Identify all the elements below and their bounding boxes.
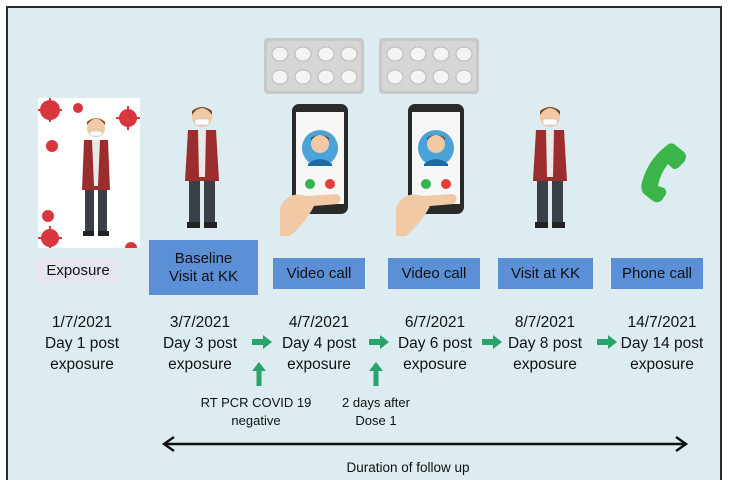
pill-blister-pack-icon (264, 38, 364, 94)
arrow-up-icon (252, 362, 266, 386)
stage-day-suffix: exposure (630, 356, 694, 373)
stage-label-baseline: Baseline Visit at KK (149, 240, 258, 295)
note-text: negative (231, 413, 281, 428)
stage-date: 8/7/2021 (514, 314, 576, 331)
stage-date: 14/7/2021 (627, 314, 697, 331)
stage-date: 6/7/2021 (404, 314, 466, 331)
stage-label-phone-call: Phone call (611, 258, 703, 289)
phone-handset-icon (641, 143, 686, 203)
stage-day-suffix: exposure (403, 356, 467, 373)
stage-date-block: 8/7/2021 Day 8 post exposure (489, 312, 601, 375)
arrow-right-icon (252, 335, 272, 349)
pill-blister-pack-icon (379, 38, 479, 94)
note-text: RT PCR COVID 19 (200, 395, 312, 410)
dose-timing-note: 2 days after Dose 1 (326, 394, 426, 430)
stage-date-block: 4/7/2021 Day 4 post exposure (263, 312, 375, 375)
note-text: 2 days after (342, 395, 410, 410)
stage-label-video-call-2: Video call (388, 258, 480, 289)
stage-date: 4/7/2021 (288, 314, 350, 331)
stage-date-block: 3/7/2021 Day 3 post exposure (144, 312, 256, 375)
stage-label-text: Exposure (46, 262, 110, 279)
follow-up-duration-arrow (161, 436, 689, 452)
arrow-up-icon (369, 362, 383, 386)
diagram-frame: Exposure Baseline Visit at KK Video call… (6, 6, 722, 480)
stage-label-text: Visit at KK (511, 264, 580, 282)
person-mask-icon (533, 107, 567, 228)
person-mask-icon (185, 107, 219, 228)
stage-label-visit-kk: Visit at KK (498, 258, 593, 289)
stage-day: Day 8 post (507, 335, 583, 352)
stage-label-text: Video call (286, 264, 352, 282)
stage-label-text: Video call (401, 264, 467, 282)
stage-label-text: Phone call (621, 264, 693, 282)
stage-date: 1/7/2021 (51, 314, 113, 331)
stage-day: Day 6 post (397, 335, 473, 352)
stage-day-suffix: exposure (168, 356, 232, 373)
arrow-right-icon (597, 335, 617, 349)
stage-day: Day 14 post (620, 335, 704, 352)
stage-day: Day 3 post (162, 335, 238, 352)
stage-date-block: 14/7/2021 Day 14 post exposure (606, 312, 718, 375)
stage-date: 3/7/2021 (169, 314, 231, 331)
stage-day-suffix: exposure (50, 356, 114, 373)
stage-label-text: Visit at KK (169, 267, 238, 285)
arrow-right-icon (369, 335, 389, 349)
stage-day: Day 4 post (281, 335, 357, 352)
stage-date-block: 6/7/2021 Day 6 post exposure (379, 312, 491, 375)
stage-label-video-call-1: Video call (273, 258, 365, 289)
video-call-phone-icon (396, 104, 464, 236)
stage-date-block: 1/7/2021 Day 1 post exposure (26, 312, 138, 375)
stage-day-suffix: exposure (513, 356, 577, 373)
pcr-result-note: RT PCR COVID 19 negative (186, 394, 326, 430)
stage-day: Day 1 post (44, 335, 120, 352)
video-call-phone-icon (280, 104, 348, 236)
follow-up-label: Duration of follow up (346, 460, 470, 475)
stage-label-text: Baseline (174, 249, 233, 267)
note-text: Dose 1 (355, 413, 397, 428)
exposure-person-virus-icon (38, 98, 140, 248)
arrow-right-icon (482, 335, 502, 349)
stage-day-suffix: exposure (287, 356, 351, 373)
stage-label-exposure: Exposure (36, 258, 120, 284)
